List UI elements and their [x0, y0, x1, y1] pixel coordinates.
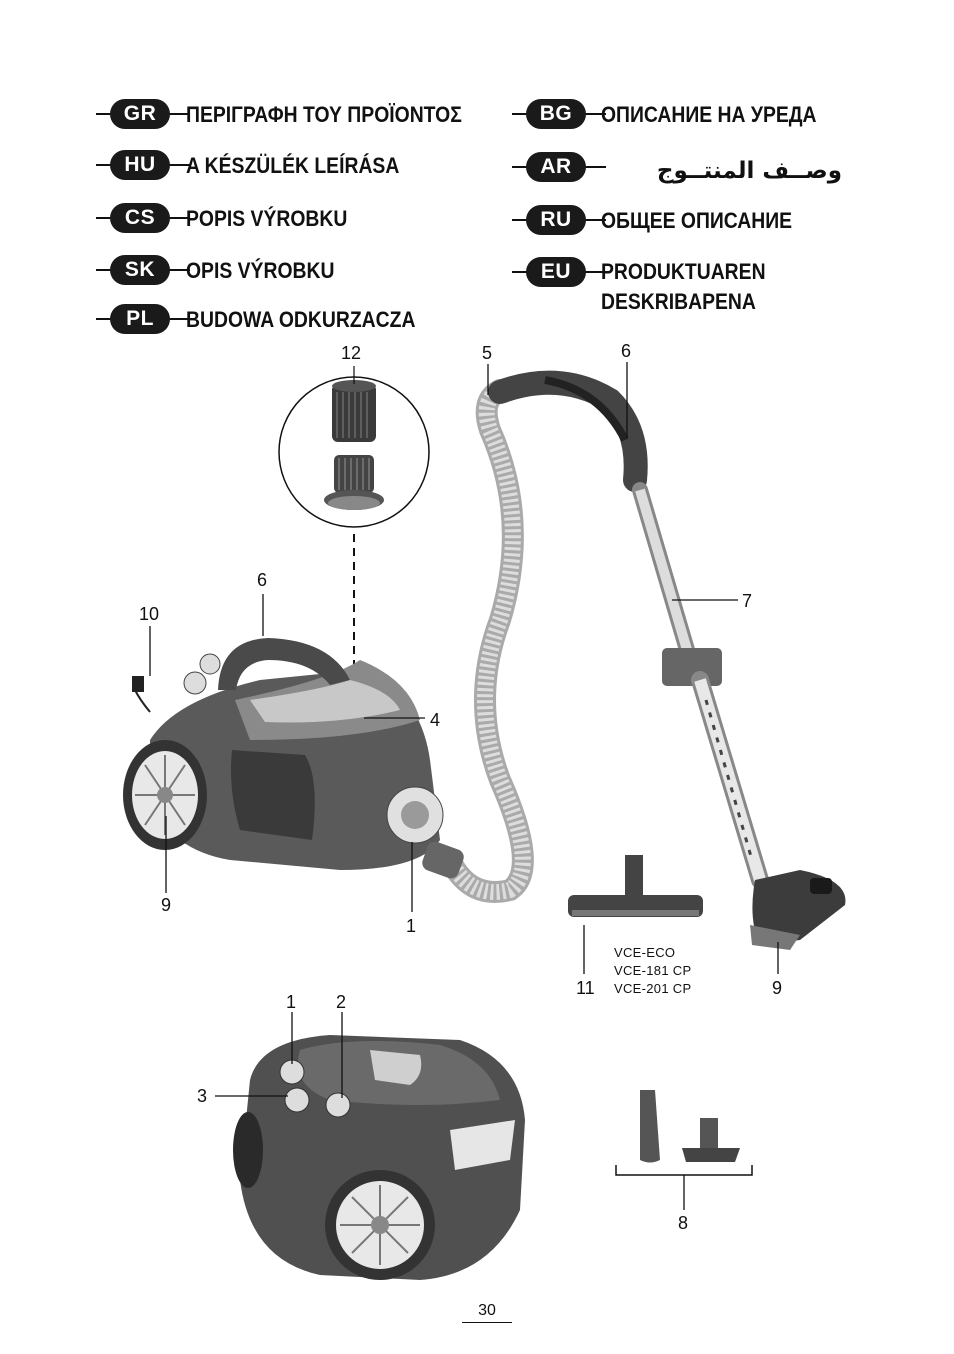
callout-10-cord: 10	[139, 604, 160, 624]
lang-badge-gr: GR	[110, 99, 170, 129]
lang-title-cs: POPIS VÝROBKU	[186, 206, 348, 231]
lang-title-eu: PRODUKTUAREN DESKRIBAPENA	[601, 259, 766, 314]
accessories	[615, 1090, 753, 1176]
callout-12-filter: 12	[341, 343, 362, 363]
callout-7-tube: 7	[742, 591, 753, 611]
lang-badge-hu: HU	[110, 150, 170, 180]
lang-badge-bg: BG	[526, 99, 586, 129]
lang-header-eu: EU PRODUKTUAREN DESKRIBAPENA	[512, 257, 912, 319]
callout-9-brush: 9	[772, 978, 783, 998]
lang-title-ru: ОБЩЕЕ ОПИСАНИЕ	[601, 208, 793, 233]
callout-9-wheel: 9	[161, 895, 172, 915]
vacuum-body	[123, 638, 444, 870]
vacuum-body-top-view	[233, 1035, 525, 1280]
model-name: VCE-ECO	[614, 945, 676, 960]
callout-3-knob: 3	[197, 1086, 208, 1106]
telescopic-tube	[632, 482, 769, 889]
lang-header-ar: AR وصــف المنتــوج	[512, 152, 912, 184]
lang-header-sk: SK OPIS VÝROBKU	[96, 255, 496, 285]
lang-title-gr: ΠΕΡΙΓΡΑΦΗ ΤΟΥ ΠΡΟΪΟΝΤΟΣ	[186, 102, 462, 127]
lang-header-hu: HU A KÉSZÜLÉK LEÍRÁSA	[96, 150, 496, 180]
lang-header-ru: RU ОБЩЕЕ ОПИСАНИЕ	[512, 205, 912, 235]
lang-badge-cs: CS	[110, 203, 170, 233]
page-number: 30	[462, 1302, 512, 1323]
lang-badge-ru: RU	[526, 205, 586, 235]
filter-detail	[278, 366, 430, 690]
callout-5-hose: 5	[482, 343, 493, 363]
floor-brush	[750, 870, 846, 950]
callout-1-inlet: 1	[406, 916, 417, 936]
callout-6-handle: 6	[621, 341, 632, 361]
parquet-brush	[568, 855, 703, 917]
lang-header-pl: PL BUDOWA ODKURZACZA	[96, 304, 496, 334]
lang-header-cs: CS POPIS VÝROBKU	[96, 203, 496, 233]
lang-title-pl: BUDOWA ODKURZACZA	[186, 307, 416, 332]
callout-1-knob: 1	[286, 992, 297, 1012]
lang-badge-ar: AR	[526, 152, 586, 182]
lang-title-hu: A KÉSZÜLÉK LEÍRÁSA	[186, 153, 400, 178]
lang-title-sk: OPIS VÝROBKU	[186, 258, 335, 283]
lang-badge-pl: PL	[110, 304, 170, 334]
lang-badge-eu: EU	[526, 257, 586, 287]
callout-6-body-handle: 6	[257, 570, 268, 590]
callout-11-parquet: 11	[576, 978, 595, 998]
lang-header-bg: BG ОПИСАНИЕ НА УРЕДА	[512, 99, 912, 129]
callout-4-cover: 4	[430, 710, 441, 730]
model-name: VCE-201 CP	[614, 981, 692, 996]
lang-badge-sk: SK	[110, 255, 170, 285]
lang-header-gr: GR ΠΕΡΙΓΡΑΦΗ ΤΟΥ ΠΡΟΪΟΝΤΟΣ	[96, 99, 496, 129]
lang-title-bg: ОПИСАНИЕ НА УРЕДА	[601, 102, 817, 127]
model-name: VCE-181 CP	[614, 963, 692, 978]
callout-2-knob: 2	[336, 992, 347, 1012]
hose	[422, 370, 648, 903]
leader-lines	[149, 362, 779, 1210]
lang-title-ar: وصــف المنتــوج	[656, 158, 842, 184]
model-list: VCE-ECO VCE-181 CP VCE-201 CP	[614, 944, 691, 998]
callout-8-accessories: 8	[678, 1213, 689, 1233]
